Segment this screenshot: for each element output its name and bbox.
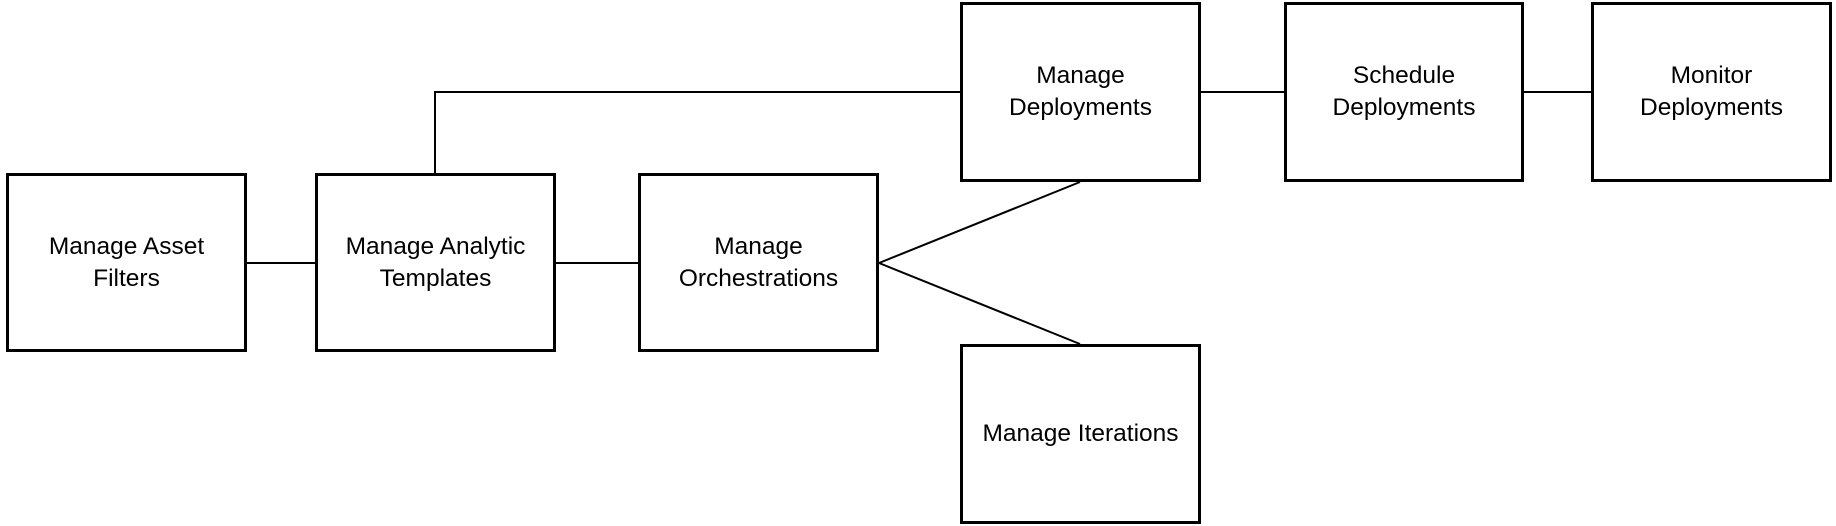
edge-analytic-templates-to-deployments xyxy=(434,91,960,173)
node-manage-iterations: Manage Iterations xyxy=(960,344,1201,524)
edge-orchestrations-to-iterations xyxy=(878,262,1081,345)
edge-orchestrations-to-deployments xyxy=(878,181,1081,264)
node-label: Manage Iterations xyxy=(982,420,1179,447)
